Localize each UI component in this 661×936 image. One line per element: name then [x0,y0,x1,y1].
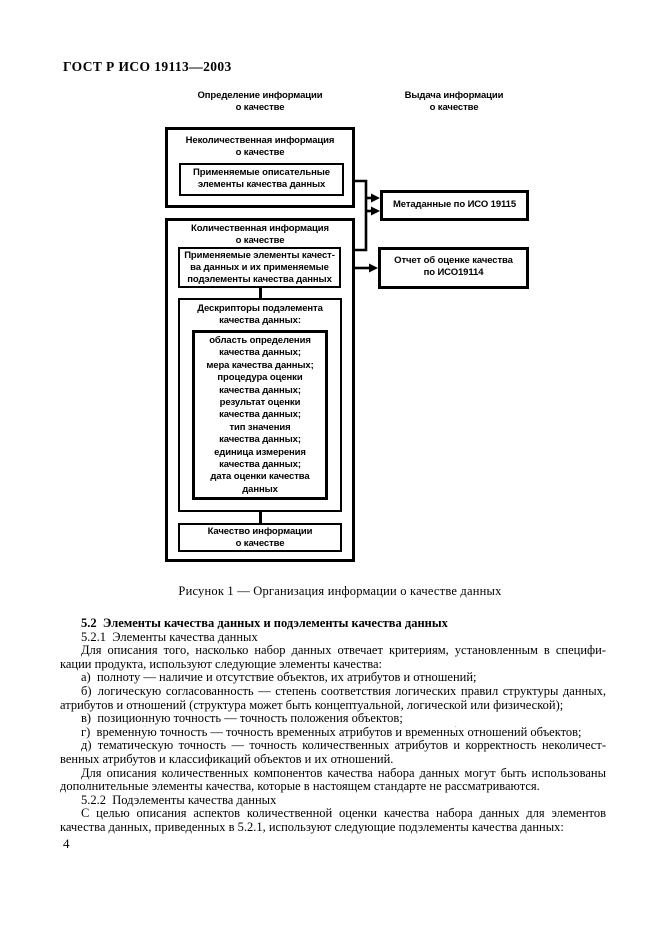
text-line: качества данных; [219,384,301,396]
body-line: атрибутов и отношений (структура может б… [60,698,564,712]
text-line: о качестве [235,234,285,246]
text-line: элементы качества данных [197,179,326,191]
text-line: Неколичественная информация [185,135,335,146]
text-line: процедура оценки [217,372,303,384]
body-line: 5.2.1 Элементы качества данных [81,630,258,644]
text-line: качества данных: [219,315,301,327]
body-line: дополнительные элементы качества, которы… [60,780,540,794]
text-line: ва данных и их применяемые [190,261,329,273]
text-line: подэлементы качества данных [187,273,332,285]
connector-vertical-2 [259,512,262,523]
text-line: Качество информации [207,526,313,537]
body-line: С целью описания аспектов количественной… [81,807,606,821]
text-line: единица измерения [214,446,306,458]
body-line: Для описания того, насколько набор данны… [81,644,606,658]
text-line: мера качества данных; [206,359,314,371]
text-line: качества данных; [219,409,301,421]
body-line: 5.2 Элементы качества данных и подэлемен… [81,617,448,630]
text-line: качества данных; [219,347,301,359]
body-line: б) логическую согласованность — степень … [81,684,606,698]
text-line: Применяемые описательные [193,167,330,178]
text-line: Определение информации [197,90,323,101]
arrow-right-icon [371,193,380,203]
connector-trunk [355,179,368,252]
text-line: данных [242,483,278,495]
text-line: о качестве [235,147,285,159]
applied-elements-box: Применяемые элементы качест-ва данных и … [178,247,341,288]
text-line: Дескрипторы подэлемента [197,303,323,314]
text-line: Выдача информации [404,90,504,101]
connector-vertical-1 [259,288,262,298]
text-line: качества данных; [219,434,301,446]
body-line: 5.2.2 Подэлементы качества данных [81,793,277,807]
body-line: д) тематическую точность — точность коли… [81,739,606,753]
body-text: 5.2 Элементы качества данных и подэлемен… [60,617,606,835]
text-line: о качестве [235,537,285,549]
body-line: в) позиционную точность — точность полож… [81,712,403,726]
body-line: г) временну́ю точность — точность времен… [81,725,582,739]
body-line: а) полноту — наличие и отсутствие объект… [81,671,477,685]
text-line: Отчет об оценке качества [394,255,513,266]
text-line: Применяемые элементы качест- [184,250,335,261]
metadata-iso19115-box: Метаданные по ИСО 19115 [380,190,529,221]
standard-designation: ГОСТ Р ИСО 19113—2003 [63,59,232,74]
text-line: по ИСО19114 [423,267,484,279]
text-line: Метаданные по ИСО 19115 [392,199,517,210]
body-line: Для описания количественных компонентов … [81,766,606,780]
text-line: Количественная информация [191,223,329,234]
arrow-right-icon [371,206,380,216]
figure-caption: Рисунок 1 — Организация информации о кач… [178,584,502,598]
text-line: тип значения [229,421,291,433]
arrow-right-icon [369,263,378,273]
body-line: качества данных, приведенных в 5.2.1, ис… [60,820,564,834]
text-line: о качестве [429,102,479,114]
text-line: качества данных; [219,459,301,471]
text-line: результат оценки [219,397,301,409]
text-line: о качестве [235,102,285,114]
page-number: 4 [63,836,70,851]
body-line: венных атрибутов и классификаций объекто… [60,752,394,766]
text-line: область определения [209,335,311,346]
text-line: дата оценки качества [210,471,310,483]
body-line: кации продукта, используют следующие эле… [60,657,383,671]
